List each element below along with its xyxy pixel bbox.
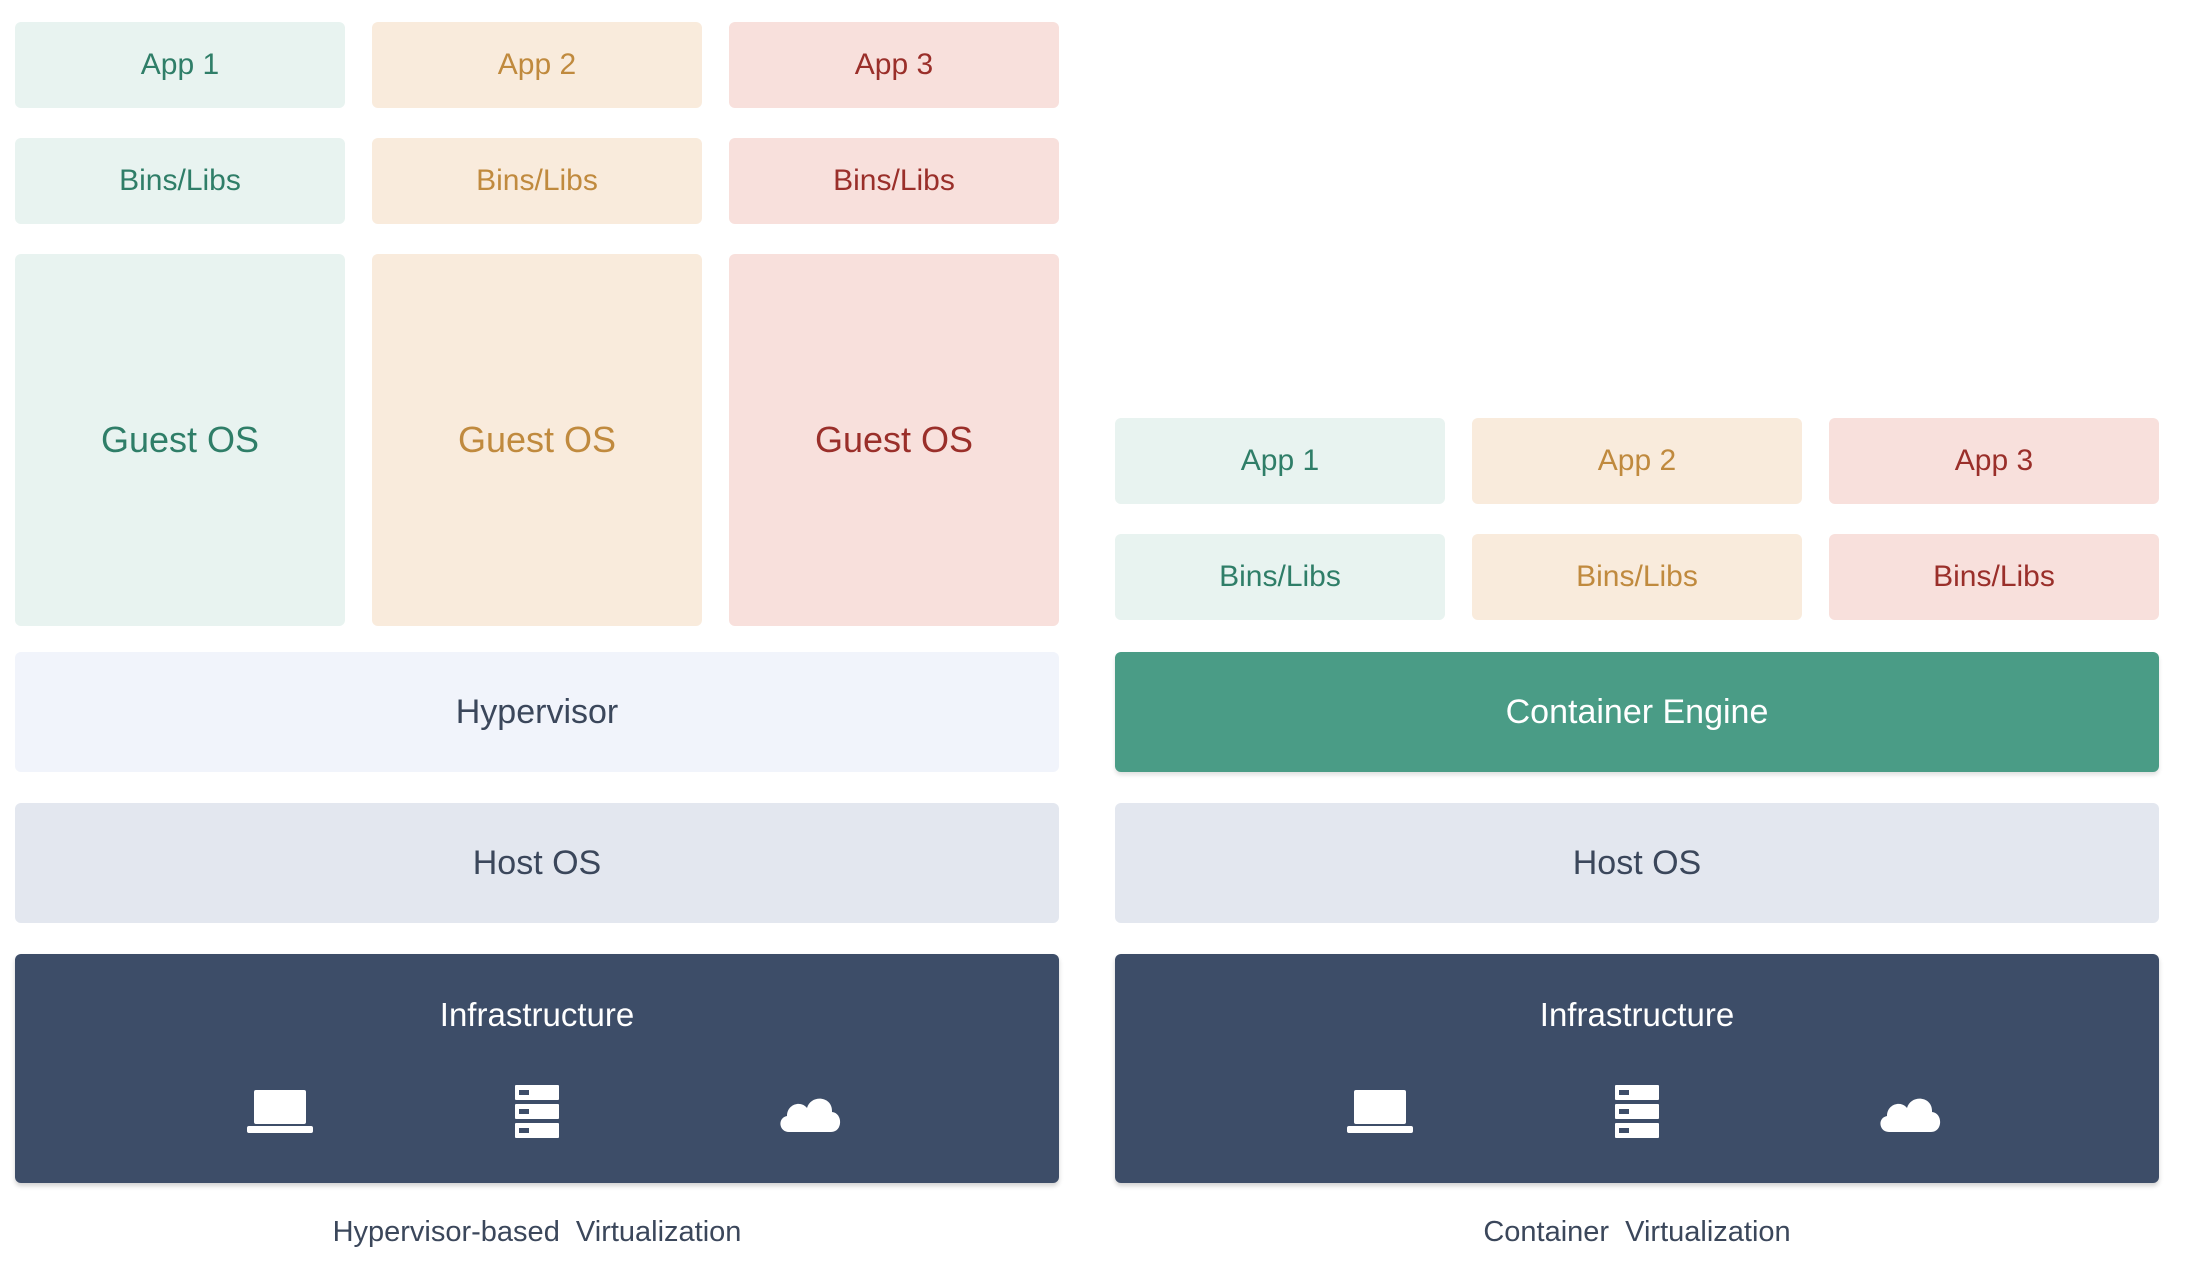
hypervisor-label: Hypervisor xyxy=(455,692,619,731)
container2-bins-libs: Bins/Libs xyxy=(1472,534,1802,620)
container1-app: App 1 xyxy=(1115,418,1445,504)
left-host-os-layer: Host OS xyxy=(15,803,1059,923)
container1-bins-libs-label: Bins/Libs xyxy=(1219,560,1341,593)
left-host-os-label: Host OS xyxy=(472,843,602,882)
vm3-guest-os-label: Guest OS xyxy=(814,419,974,460)
right-infrastructure-label: Infrastructure xyxy=(1539,996,1735,1033)
container1-app-label: App 1 xyxy=(1240,444,1320,477)
container3-app-label: App 3 xyxy=(1954,444,2034,477)
laptop-icon xyxy=(247,1090,313,1133)
container-virtualization-caption: Container Virtualization xyxy=(1483,1216,1791,1248)
vm1-bins-libs: Bins/Libs xyxy=(15,138,345,224)
laptop-icon xyxy=(1347,1090,1413,1133)
cloud-icon xyxy=(1880,1098,1941,1132)
container2-bins-libs-label: Bins/Libs xyxy=(1576,560,1698,593)
vm1-bins-libs-label: Bins/Libs xyxy=(119,164,241,197)
left-infrastructure-layer: Infrastructure xyxy=(15,954,1059,1183)
container2-app-label: App 2 xyxy=(1597,444,1677,477)
container1-bins-libs: Bins/Libs xyxy=(1115,534,1445,620)
right-infrastructure-layer: Infrastructure xyxy=(1115,954,2159,1183)
hypervisor-virtualization-caption: Hypervisor-based Virtualization xyxy=(332,1216,742,1248)
server-icon xyxy=(1615,1085,1659,1138)
container3-app: App 3 xyxy=(1829,418,2159,504)
container3-bins-libs-label: Bins/Libs xyxy=(1933,560,2055,593)
container3-bins-libs: Bins/Libs xyxy=(1829,534,2159,620)
vm2-app-label: App 2 xyxy=(497,48,577,81)
server-icon xyxy=(515,1085,559,1138)
left-infrastructure-label: Infrastructure xyxy=(439,996,635,1033)
vm1-guest-os: Guest OS xyxy=(15,254,345,626)
cloud-icon xyxy=(780,1098,841,1132)
vm1-app: App 1 xyxy=(15,22,345,108)
vm2-guest-os: Guest OS xyxy=(372,254,702,626)
vm2-bins-libs: Bins/Libs xyxy=(372,138,702,224)
vm3-bins-libs-label: Bins/Libs xyxy=(833,164,955,197)
vm3-guest-os: Guest OS xyxy=(729,254,1059,626)
right-host-os-label: Host OS xyxy=(1572,843,1702,882)
container-engine-layer: Container Engine xyxy=(1115,652,2159,772)
vm2-guest-os-label: Guest OS xyxy=(457,419,617,460)
vm3-app-label: App 3 xyxy=(854,48,934,81)
vm1-guest-os-label: Guest OS xyxy=(100,419,260,460)
container-engine-label: Container Engine xyxy=(1505,692,1769,731)
vm2-app: App 2 xyxy=(372,22,702,108)
right-host-os-layer: Host OS xyxy=(1115,803,2159,923)
vm2-bins-libs-label: Bins/Libs xyxy=(476,164,598,197)
vm3-app: App 3 xyxy=(729,22,1059,108)
container2-app: App 2 xyxy=(1472,418,1802,504)
hypervisor-layer: Hypervisor xyxy=(15,652,1059,772)
vm1-app-label: App 1 xyxy=(140,48,220,81)
vm3-bins-libs: Bins/Libs xyxy=(729,138,1059,224)
